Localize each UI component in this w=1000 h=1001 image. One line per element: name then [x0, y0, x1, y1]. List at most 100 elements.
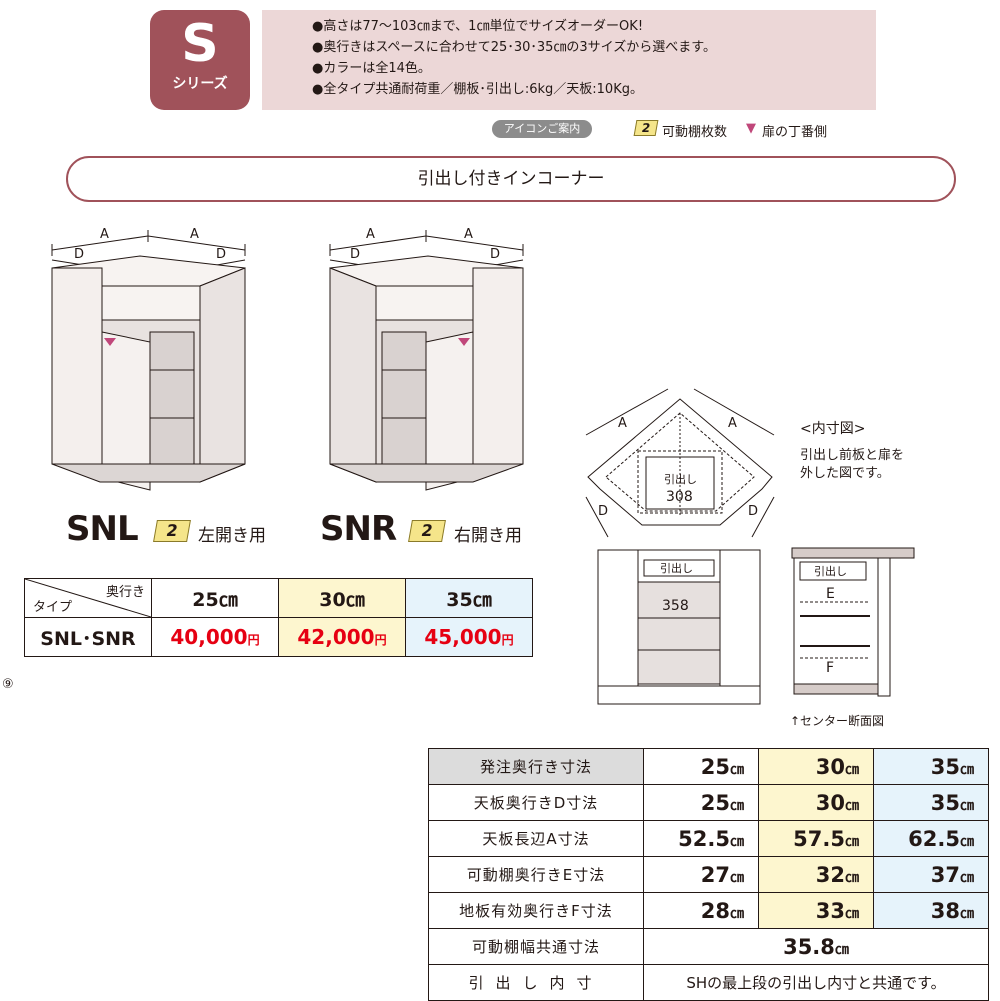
value: 27	[700, 862, 730, 887]
value: 35	[930, 790, 960, 815]
table-row: 発注奥行き寸法 25㎝ 30㎝ 35㎝	[428, 748, 989, 785]
price-table: 奥行き タイプ 25㎝ 30㎝ 35㎝ SNL･SNR 40,000円 42,0…	[24, 578, 533, 657]
interior-plan-diagram: A A D D 引出し 308	[585, 388, 775, 538]
unit: ㎝	[960, 761, 974, 778]
table-row: 引出し内寸 SHの最上段の引出し内寸と共通です。	[428, 964, 989, 1001]
price-cell: 42,000円	[278, 617, 406, 657]
unit: ㎝	[845, 905, 859, 922]
value: 25	[700, 754, 730, 779]
value-cell: 27㎝	[643, 856, 759, 893]
dimension-d-label: D	[598, 504, 608, 519]
section-title: 引出し付きインコーナー	[66, 156, 956, 202]
dimension-a-label: A	[618, 416, 627, 431]
model-snr: SNR	[320, 509, 397, 549]
price-cell: 45,000円	[405, 617, 533, 657]
interior-front-diagram: 引出し 358	[597, 549, 761, 705]
series-letter: S	[181, 14, 219, 74]
unit: ㎝	[730, 797, 744, 814]
dimension-d-label: D	[490, 247, 500, 262]
value: 28	[700, 898, 730, 923]
row-label: 地板有効奥行きF寸法	[428, 892, 644, 929]
yen-mark: 円	[501, 633, 514, 647]
snl-cabinet-illustration: A A D D	[51, 227, 246, 491]
section-caption: ↑センター断面図	[790, 714, 885, 728]
type-header: タイプ	[33, 600, 73, 615]
value: 37	[930, 862, 960, 887]
unit: ㎝	[730, 869, 744, 886]
hinge-triangle-icon	[458, 338, 470, 346]
value-cell: 28㎝	[643, 892, 759, 929]
value: 25	[700, 790, 730, 815]
value-cell: 62.5㎝	[873, 820, 989, 857]
series-name: シリーズ	[172, 76, 228, 92]
row-label: 可動棚奥行きE寸法	[428, 856, 644, 893]
value: 35.8	[783, 934, 835, 959]
snr-cabinet-illustration: A A D D	[329, 227, 524, 491]
value-cell: 38㎝	[873, 892, 989, 929]
row-label: 天板長辺A寸法	[428, 820, 644, 857]
row-label: 天板奥行きD寸法	[428, 784, 644, 821]
price-cell: 40,000円	[151, 617, 279, 657]
price-35: 45,000	[424, 625, 502, 649]
value-cell: 35㎝	[873, 784, 989, 821]
dimension-d-label: D	[216, 247, 226, 262]
unit: ㎝	[845, 761, 859, 778]
feature-item: ●奥行きはスペースに合わせて25･30･35㎝の3サイズから選べます。	[312, 40, 716, 55]
price-25: 40,000	[170, 625, 248, 649]
dimension-a-label: A	[464, 227, 473, 242]
yen-mark: 円	[374, 633, 387, 647]
table-row: 可動棚奥行きE寸法 27㎝ 32㎝ 37㎝	[428, 856, 989, 893]
dimension-table: 発注奥行き寸法 25㎝ 30㎝ 35㎝ 天板奥行きD寸法 25㎝ 30㎝ 35㎝…	[428, 748, 989, 1001]
depth-header: 奥行き	[105, 585, 145, 600]
row-label: 発注奥行き寸法	[428, 748, 644, 785]
unit: ㎝	[845, 869, 859, 886]
drawer-inner-note: SHの最上段の引出し内寸と共通です。	[643, 964, 989, 1001]
unit: ㎝	[834, 941, 849, 958]
value: 62.5	[908, 826, 960, 851]
icon-legend: アイコンご案内 2 可動棚枚数 ▼ 扉の丁番側	[492, 120, 912, 140]
table-row: 天板奥行きD寸法 25㎝ 30㎝ 35㎝	[428, 784, 989, 821]
f-dimension-label: F	[826, 660, 834, 676]
hinge-triangle-icon	[104, 338, 116, 346]
depth-30-header: 30㎝	[278, 578, 406, 618]
value: 35	[930, 754, 960, 779]
interior-note: 引出し前板と扉を	[800, 448, 905, 463]
interior-title: <内寸図>	[800, 421, 866, 437]
unit: ㎝	[845, 797, 859, 814]
unit: ㎝	[730, 761, 744, 778]
row-label: 可動棚幅共通寸法	[428, 928, 644, 965]
unit: ㎝	[730, 833, 744, 850]
dimension-a-label: A	[190, 227, 199, 242]
feature-item: ●全タイプ共通耐荷重／棚板･引出し:6kg／天板:10Kg。	[312, 82, 643, 97]
e-dimension-label: E	[826, 586, 835, 602]
row-label: 引出し内寸	[428, 964, 644, 1001]
opening-direction-snl: 左開き用	[198, 526, 266, 546]
value-cell: 30㎝	[758, 748, 874, 785]
center-section-diagram: 引出し E F	[791, 547, 915, 697]
shelf-width-value: 358	[662, 598, 689, 614]
shelf-count-icon: 2	[408, 520, 446, 542]
table-row: 地板有効奥行きF寸法 28㎝ 33㎝ 38㎝	[428, 892, 989, 929]
interior-note: 外した図です。	[800, 466, 890, 481]
dimension-d-label: D	[74, 247, 84, 262]
dimension-a-label: A	[728, 416, 737, 431]
shelf-count-icon: 2	[153, 520, 191, 542]
unit: ㎝	[960, 833, 974, 850]
table-row: 天板長辺A寸法 52.5㎝ 57.5㎝ 62.5㎝	[428, 820, 989, 857]
value: 52.5	[678, 826, 730, 851]
opening-direction-snr: 右開き用	[454, 526, 522, 546]
unit: ㎝	[960, 905, 974, 922]
feature-list: ●高さは77～103㎝まで、1㎝単位でサイズオーダーOK! ●奥行きはスペースに…	[262, 10, 876, 110]
value-cell: 52.5㎝	[643, 820, 759, 857]
value-cell: 25㎝	[643, 748, 759, 785]
value-cell: 30㎝	[758, 784, 874, 821]
value-cell: 25㎝	[643, 784, 759, 821]
value-cell: 37㎝	[873, 856, 989, 893]
value-cell: 32㎝	[758, 856, 874, 893]
unit: ㎝	[960, 869, 974, 886]
dimension-d-label: D	[748, 504, 758, 519]
value: 32	[815, 862, 845, 887]
drawer-label: 引出し	[664, 472, 697, 486]
table-row: 可動棚幅共通寸法 35.8㎝	[428, 928, 989, 965]
drawer-depth-value: 308	[666, 489, 693, 505]
